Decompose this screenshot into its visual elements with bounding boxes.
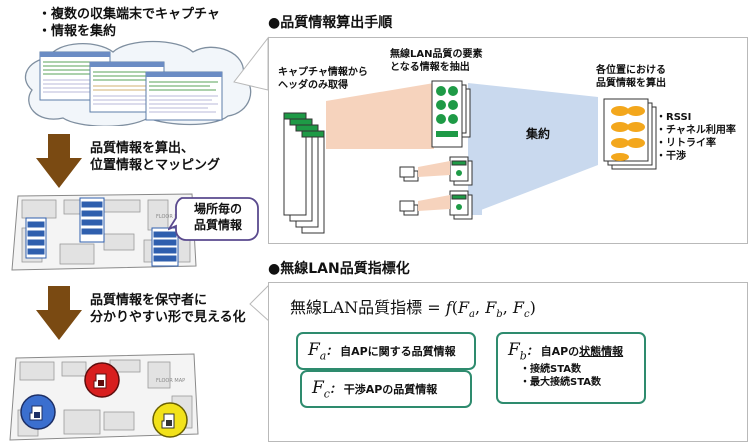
floor-map-quality-bars: FLOOR MAP — [11, 193, 197, 271]
flow-band-small-2 — [418, 195, 450, 211]
floor-map-label-1: FLOOR MAP — [156, 214, 185, 220]
fb-items: ・接続STA数 ・最大接続STA数 — [520, 363, 601, 389]
capture-small-2 — [399, 200, 419, 216]
capture-label-line1: キャプチャ情報から — [278, 67, 368, 78]
step1-text: 品質情報を算出、 位置情報とマッピング — [90, 140, 220, 174]
screenshot-window-3 — [145, 71, 223, 121]
fb-item-max-connected-sta: ・最大接続STA数 — [520, 377, 601, 389]
fb-symbol: Fb: — [508, 340, 533, 363]
quality-bar-group-1 — [25, 217, 47, 259]
callout-bubble — [168, 197, 259, 241]
capture-small-1 — [399, 166, 419, 182]
callout-line1: 場所毎の — [193, 202, 242, 216]
compute-label-line2: 品質情報を算出 — [596, 78, 666, 89]
capture-bullets: ・複数の収集端末でキャプチャ ・情報を集約 — [38, 6, 220, 40]
bullet-capture: ・複数の収集端末でキャプチャ — [38, 7, 220, 22]
capture-label-line2: ヘッダのみ取得 — [278, 80, 348, 91]
extract-green-marks — [436, 86, 458, 137]
quality-bar-group-2 — [79, 197, 105, 243]
step2-line1: 品質情報を保守者に — [90, 293, 208, 308]
flow-band-extract — [326, 83, 434, 149]
heat-circle-red — [84, 362, 120, 398]
bullet-aggregate: ・情報を集約 — [38, 24, 117, 39]
fc-box: Fc: 干渉APの品質情報 — [300, 370, 472, 408]
heat-circle-yellow — [152, 402, 188, 438]
quality-index-equation: 無線LAN品質指標 = f(Fa, Fb, Fc) — [290, 298, 536, 321]
flow-band-aggregate — [468, 83, 598, 215]
fa-label: 自APに関する品質情報 — [340, 345, 456, 358]
fc-label: 干渉APの品質情報 — [343, 383, 438, 396]
metric-retry-rate: ・リトライ率 — [656, 138, 716, 149]
step1-line2: 位置情報とマッピング — [90, 158, 221, 173]
fb-box: Fb: 自APの状態情報 ・接続STA数 ・最大接続STA数 — [496, 332, 646, 404]
aggregate-label: 集約 — [526, 127, 551, 141]
extract-label-line2: となる情報を抽出 — [390, 62, 470, 73]
quality-bar-group-3 — [151, 227, 179, 267]
result-orange-marks — [611, 106, 645, 161]
step1-line1: 品質情報を算出、 — [90, 141, 195, 156]
procedure-heading: ●品質情報算出手順 — [268, 15, 393, 31]
step2-text: 品質情報を保守者に 分かりやすい形で見える化 — [90, 292, 246, 326]
callout-line2: 品質情報 — [193, 218, 242, 232]
flow-band-small-1 — [418, 161, 450, 177]
step2-line2: 分かりやすい形で見える化 — [90, 310, 246, 325]
metric-rssi: ・RSSI — [656, 112, 692, 123]
extract-label-line1: 無線LAN品質の要素 — [390, 49, 483, 60]
capture-label: キャプチャ情報から ヘッダのみ取得 — [278, 66, 368, 92]
floor-map-label-2: FLOOR MAP — [156, 378, 185, 384]
down-arrow-2 — [36, 286, 82, 340]
metrics-list: ・RSSI ・チャネル利用率 ・リトライ率 ・干渉 — [656, 111, 736, 163]
extract-label: 無線LAN品質の要素 となる情報を抽出 — [390, 48, 482, 74]
metric-interference: ・干渉 — [656, 151, 686, 162]
fb-label: 自APの状態情報 — [540, 345, 624, 359]
down-arrow-1 — [36, 134, 82, 188]
equation-prefix: 無線LAN品質指標 = — [290, 298, 446, 317]
fc-symbol: Fc: — [312, 377, 336, 401]
index-heading: ●無線LAN品質指標化 — [268, 261, 410, 277]
compute-label-line1: 各位置における — [596, 65, 666, 76]
heat-circle-blue — [20, 394, 56, 430]
connector-pointer — [233, 36, 269, 91]
fb-item-connected-sta: ・接続STA数 — [520, 364, 581, 376]
capture-cloud-illustration — [24, 40, 252, 126]
callout-text: 場所毎の 品質情報 — [186, 201, 250, 233]
compute-label: 各位置における 品質情報を算出 — [596, 64, 666, 90]
extract-stack-small-2 — [449, 190, 473, 220]
floor-map-visualization: FLOOR MAP — [9, 353, 199, 441]
extract-stack-small-1 — [449, 156, 473, 186]
metric-channel-utilization: ・チャネル利用率 — [656, 125, 736, 136]
capture-stack — [283, 112, 325, 234]
fa-box: Fa: 自APに関する品質情報 — [296, 332, 476, 370]
procedure-diagram — [283, 80, 657, 234]
fa-symbol: Fa: — [308, 339, 333, 363]
